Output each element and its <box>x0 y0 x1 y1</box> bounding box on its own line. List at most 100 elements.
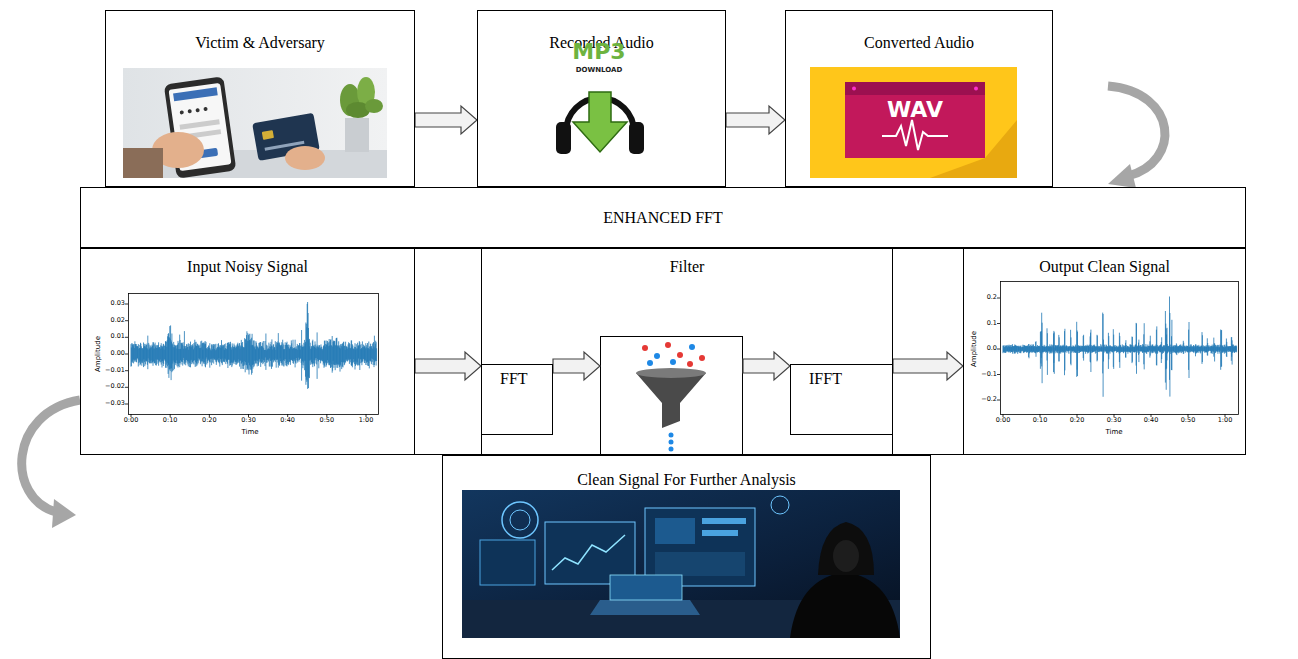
axis-tick: 0:30 <box>1107 417 1122 424</box>
axis-tick: 0:00 <box>996 417 1011 424</box>
filter-funnel-icon <box>642 345 648 351</box>
axis-tick: 0.01 <box>111 334 125 341</box>
mp3-download-icon <box>556 92 644 154</box>
victim-photo <box>123 68 387 178</box>
hacker-image <box>833 540 859 572</box>
victim-photo <box>173 87 218 101</box>
filter-funnel-icon <box>699 355 705 361</box>
hacker-image <box>480 540 535 585</box>
curved-flow-arrow <box>1108 86 1165 176</box>
icon-text: MP3 <box>572 40 625 64</box>
axis-tick: 0:10 <box>1033 417 1048 424</box>
axis-tick: 0:40 <box>1144 417 1159 424</box>
wav-file-icon <box>810 67 1017 178</box>
filter-box: FilterFFT IFFT <box>481 248 893 455</box>
filter-funnel-icon <box>636 368 706 378</box>
axis-tick: 0:30 <box>241 417 256 424</box>
axis-title: Time <box>241 429 258 437</box>
victim-photo <box>365 99 383 113</box>
wav-file-icon <box>845 82 985 95</box>
noisy-signal-plot <box>129 294 379 415</box>
victim-photo <box>203 107 208 112</box>
block-arrow <box>726 106 785 134</box>
victim-photo <box>123 68 387 179</box>
noisy-signal-plot <box>125 304 366 417</box>
mp3-download-icon <box>573 92 627 152</box>
process-box: FFT <box>481 364 553 435</box>
victim-photo <box>195 108 200 113</box>
wav-file-icon <box>882 120 948 150</box>
filter-funnel-icon <box>687 361 693 367</box>
node-title: Converted Audio <box>864 33 974 52</box>
axis-tick: −0.2 <box>981 396 997 403</box>
icon-text: DOWNLOAD <box>576 67 623 75</box>
icon-text: WAV <box>887 98 943 122</box>
hacker-image <box>655 552 745 576</box>
axis-tick: −0.02 <box>105 384 125 391</box>
filter-funnel-icon <box>669 440 674 445</box>
axis-tick: 0:20 <box>202 417 217 424</box>
axis-title: Amplitude <box>971 331 979 367</box>
filter-funnel-icon <box>669 447 674 452</box>
wav-file-icon <box>852 87 856 91</box>
axis-title: Amplitude <box>95 336 103 372</box>
process-box: IFFT <box>790 364 893 435</box>
axis-tick: 0:40 <box>280 417 295 424</box>
hacker-image <box>655 518 695 544</box>
filter-funnel-icon <box>665 342 671 348</box>
axis-title: Time <box>1105 429 1122 437</box>
clean-signal-plot <box>997 282 1239 418</box>
axis-tick: 0.1 <box>987 320 997 327</box>
source-box: Victim & Adversary <box>105 10 415 187</box>
node-title: Filter <box>670 257 705 276</box>
axis-tick: 1:00 <box>359 417 374 424</box>
block-arrow <box>553 352 790 380</box>
victim-photo <box>180 110 185 115</box>
node-title: Output Clean Signal <box>1039 257 1170 276</box>
victim-photo <box>123 148 163 178</box>
victim-photo <box>262 130 274 140</box>
hacker-image <box>462 490 900 638</box>
filter-funnel-icon <box>670 359 676 365</box>
wav-file-icon <box>810 67 1017 178</box>
node-title: ENHANCED FFT <box>603 208 723 227</box>
node-title: Victim & Adversary <box>195 33 325 52</box>
node-title: Clean Signal For Further Analysis <box>577 470 796 489</box>
axis-tick: 0:00 <box>124 417 139 424</box>
axis-tick: 0.00 <box>111 350 125 357</box>
node-title: Input Noisy Signal <box>187 257 308 276</box>
filter-funnel-icon <box>647 360 653 366</box>
row-frame <box>81 249 1246 455</box>
filter-funnel-icon <box>636 373 706 428</box>
hacker-image <box>502 502 538 538</box>
process-box: Recorded Audio <box>477 10 726 187</box>
mp3-download-icon <box>556 122 571 154</box>
axis-tick: −0.01 <box>105 367 125 374</box>
axis-tick: −0.1 <box>981 371 997 378</box>
block-arrow <box>553 352 600 380</box>
hacker-image <box>702 530 738 536</box>
axis-tick: 0.03 <box>111 300 125 307</box>
stage-band: ENHANCED FFT <box>80 187 1246 248</box>
block-arrow <box>893 352 963 380</box>
axis-tick: 0:50 <box>320 417 335 424</box>
block-arrow <box>743 352 790 380</box>
wav-file-icon <box>974 87 978 91</box>
hacker-image <box>790 572 900 638</box>
axis-tick: 0:50 <box>1181 417 1196 424</box>
filter-funnel-icon <box>677 352 683 358</box>
axis-tick: 0:20 <box>1070 417 1085 424</box>
clean-signal-plot <box>1003 297 1237 397</box>
clean-signal-plot <box>997 298 1225 417</box>
noisy-signal-plot <box>125 294 379 418</box>
wav-file-icon <box>845 82 985 158</box>
output-box: Clean Signal For Further Analysis <box>442 455 931 659</box>
victim-photo <box>179 119 219 130</box>
hacker-image <box>645 508 755 586</box>
victim-photo <box>345 118 369 152</box>
axis-tick: 1:00 <box>1218 417 1233 424</box>
filter-funnel-icon <box>601 337 743 455</box>
noisy-signal-plot <box>131 302 377 389</box>
